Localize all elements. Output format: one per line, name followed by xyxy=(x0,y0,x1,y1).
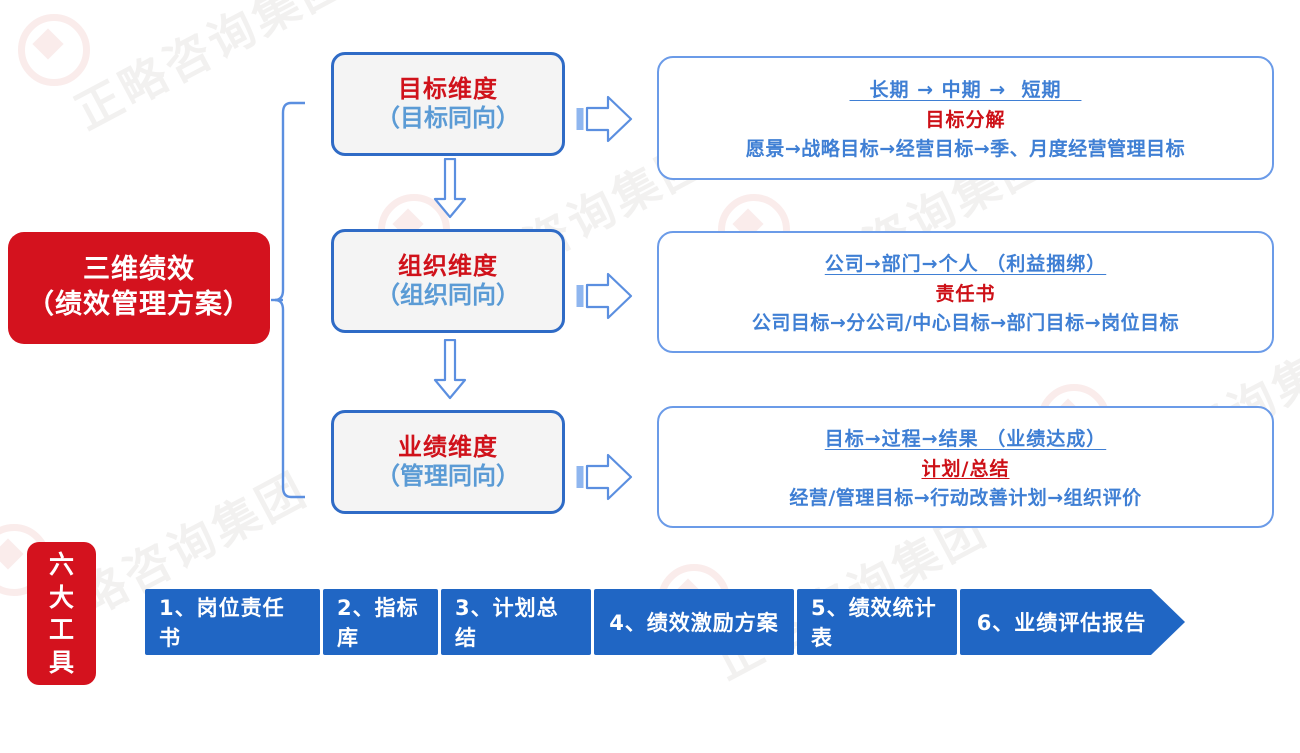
six-tools-char: 大 xyxy=(48,582,74,612)
panel-highlight-line: 计划/总结 xyxy=(921,458,1010,480)
dimension-box-goal[interactable]: 目标维度 （目标同向） xyxy=(331,52,565,156)
watermark-logo-icon xyxy=(18,14,90,86)
dimension-title: 组织维度 xyxy=(398,251,498,280)
six-tools-char: 工 xyxy=(48,615,74,645)
main-title-line1: 三维绩效 xyxy=(83,254,195,286)
down-arrow-icon xyxy=(433,158,467,219)
right-arrow-icon xyxy=(576,453,633,501)
detail-panel-performance[interactable]: 目标→过程→结果 （业绩达成） 计划/总结 经营/管理目标→行动改善计划→组织评… xyxy=(657,406,1274,528)
tool-chip-row: 1、岗位责任书 2、指标库 3、计划总结 4、绩效激励方案 5、绩效统计表 6、业绩评估报… xyxy=(145,589,1185,655)
tool-chip-label: 5、绩效统计表 xyxy=(811,596,937,650)
right-arrow-icon xyxy=(576,95,633,143)
tool-chip-label: 6、业绩评估报告 xyxy=(976,611,1147,635)
tool-chip-label: 1、岗位责任书 xyxy=(159,596,285,650)
tool-chip-6[interactable]: 6、业绩评估报告 xyxy=(960,589,1185,655)
tool-chip-5[interactable]: 5、绩效统计表 xyxy=(797,589,957,655)
six-tools-char: 六 xyxy=(48,550,74,580)
panel-detail-line: 经营/管理目标→行动改善计划→组织评价 xyxy=(789,487,1142,509)
panel-detail-line: 愿景→战略目标→经营目标→季、月度经营管理目标 xyxy=(745,138,1186,160)
main-title-line2: （绩效管理方案） xyxy=(27,289,251,320)
bracket-connector xyxy=(271,101,305,499)
dimension-title: 业绩维度 xyxy=(398,432,498,461)
tool-chip-3[interactable]: 3、计划总结 xyxy=(441,589,591,655)
panel-detail-line: 公司目标→分公司/中心目标→部门目标→岗位目标 xyxy=(751,312,1180,334)
dimension-box-organization[interactable]: 组织维度 （组织同向） xyxy=(331,229,565,333)
panel-flow-line: 公司→部门→个人 （利益捆绑） xyxy=(824,253,1107,275)
right-arrow-icon xyxy=(576,272,633,320)
tool-chip-1[interactable]: 1、岗位责任书 xyxy=(145,589,320,655)
panel-highlight-line: 目标分解 xyxy=(925,109,1006,131)
six-tools-badge: 六大工具 xyxy=(27,542,96,685)
main-title-badge: 三维绩效 （绩效管理方案） xyxy=(8,232,270,344)
panel-flow-line: 目标→过程→结果 （业绩达成） xyxy=(824,428,1107,450)
down-arrow-icon xyxy=(433,339,467,400)
detail-panel-organization[interactable]: 公司→部门→个人 （利益捆绑） 责任书 公司目标→分公司/中心目标→部门目标→岗… xyxy=(657,231,1274,353)
dimension-subtitle: （组织同向） xyxy=(376,281,520,309)
tool-chip-label: 2、指标库 xyxy=(337,596,419,650)
detail-panel-goal[interactable]: 长期 → 中期 → 短期 目标分解 愿景→战略目标→经营目标→季、月度经营管理目… xyxy=(657,56,1274,180)
six-tools-char: 具 xyxy=(48,647,74,677)
tool-chip-label: 4、绩效激励方案 xyxy=(609,611,779,635)
dimension-box-performance[interactable]: 业绩维度 （管理同向） xyxy=(331,410,565,514)
panel-flow-line: 长期 → 中期 → 短期 xyxy=(849,79,1082,101)
dimension-subtitle: （目标同向） xyxy=(376,104,520,132)
tool-chip-label: 3、计划总结 xyxy=(455,596,559,650)
tool-chip-2[interactable]: 2、指标库 xyxy=(323,589,438,655)
tool-chip-4[interactable]: 4、绩效激励方案 xyxy=(594,589,794,655)
dimension-title: 目标维度 xyxy=(398,74,498,103)
panel-highlight-line: 责任书 xyxy=(935,283,996,305)
watermark-text: 正略咨询集团 xyxy=(66,0,357,140)
dimension-subtitle: （管理同向） xyxy=(376,462,520,490)
